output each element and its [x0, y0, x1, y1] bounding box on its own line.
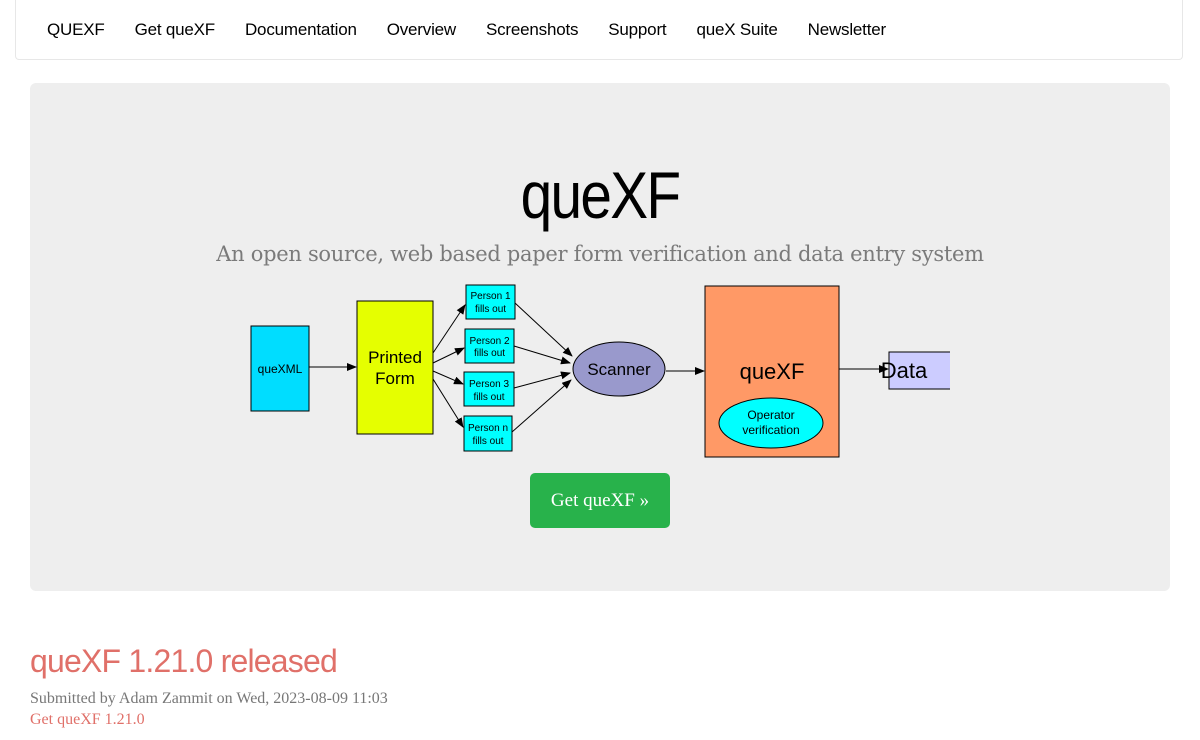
person-2-line1: Person 2 [469, 336, 509, 347]
scanner-ellipse [572, 341, 666, 397]
operator-line2: verification [742, 423, 799, 437]
nav-item-screenshots[interactable]: Screenshots [485, 20, 579, 39]
arrow-printed-person2 [432, 347, 465, 364]
nav-item-get-quexf[interactable]: Get queXF [134, 20, 216, 39]
nav-item-home[interactable]: QUEXF [47, 20, 105, 39]
get-release-link[interactable]: Get queXF 1.21.0 [30, 711, 145, 728]
news-title-link[interactable]: queXF 1.21.0 released [30, 643, 338, 679]
person-3-line2: fills out [473, 392, 504, 403]
nav-item-support[interactable]: Support [608, 20, 667, 39]
hero-subtitle: An open source, web based paper form ver… [216, 242, 984, 266]
person-2-line2: fills out [474, 348, 505, 359]
person-3-line1: Person 3 [469, 379, 509, 390]
data-box [888, 351, 950, 390]
top-navbar: QUEXF Get queXF Documentation Overview S… [15, 0, 1183, 60]
nav-item-quex-suite[interactable]: queX Suite [696, 20, 778, 39]
workflow-diagram: queXML Printed Form Person 1 fills out P… [250, 284, 950, 458]
data-label: Data [881, 358, 928, 383]
arrow-person3-scanner [513, 371, 571, 389]
person-1-line1: Person 1 [470, 291, 510, 302]
nav-item-overview[interactable]: Overview [386, 20, 456, 39]
nav-item-newsletter[interactable]: Newsletter [807, 20, 887, 39]
scanner-label: Scanner [587, 360, 651, 379]
person-n-line1: Person n [468, 423, 508, 434]
submitted-by-meta: Submitted by Adam Zammit on Wed, 2023-08… [30, 690, 388, 707]
arrow-printed-personn [432, 378, 464, 428]
quexml-label: queXML [258, 362, 303, 376]
arrow-person2-scanner [513, 345, 571, 365]
arrow-person1-scanner [514, 302, 573, 357]
printed-form-label-line2: Form [375, 369, 415, 388]
person-n-box [463, 415, 513, 452]
nav-list: QUEXF Get queXF Documentation Overview S… [47, 0, 916, 60]
arrow-personn-scanner [511, 379, 572, 433]
arrow-printed-person3 [432, 370, 464, 385]
printed-form-box [356, 300, 434, 435]
person-n-line2: fills out [472, 436, 503, 447]
person-3-box [463, 371, 515, 407]
data-label-overlay: Data [881, 358, 928, 383]
operator-verification-ellipse [718, 397, 824, 449]
quexml-box [250, 325, 310, 412]
quexf-label: queXF [740, 359, 805, 384]
printed-form-label-line1: Printed [368, 348, 422, 367]
person-1-box [465, 284, 516, 320]
operator-line1: Operator [747, 408, 794, 422]
person-2-box [464, 328, 515, 364]
hero-title: queXF [520, 158, 681, 232]
nav-item-documentation[interactable]: Documentation [244, 20, 357, 39]
get-quexf-button[interactable]: Get queXF » [530, 473, 670, 528]
hero-jumbotron: queXF An open source, web based paper fo… [30, 83, 1170, 591]
arrow-printed-person1 [432, 304, 466, 354]
person-1-line2: fills out [475, 304, 506, 315]
